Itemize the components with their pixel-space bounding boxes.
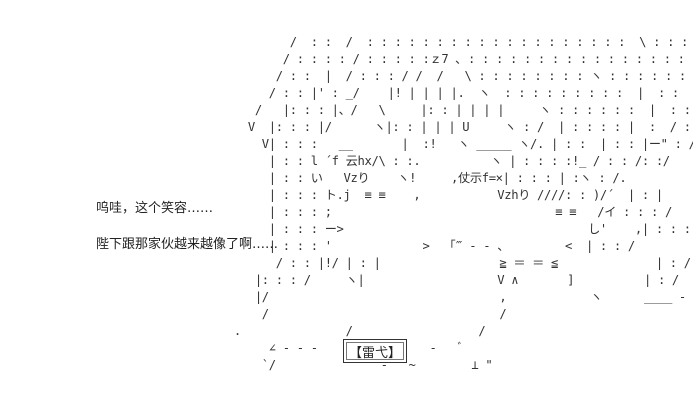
ascii-art-line: . / / / / ヽ V ∧	[233, 324, 486, 338]
ascii-art-line: | : : : ー> し' ,| : : : ' | : |	[268, 222, 691, 236]
ascii-art-line: |/ , ヽ ____ ‐ |/.../ _ \___ ヽ : : ヽ	[254, 290, 693, 304]
ascii-art-line: | : : : ; ≡ ≡ /イ : : : / | : |	[150, 205, 693, 219]
ascii-art-line: / : : |!/ | : | ≧ ＝ ＝ ≦ | : / へ | : |	[275, 256, 691, 270]
ascii-art-line: / : : / : : : : : : : : : : : : : : : : …	[289, 35, 689, 49]
ascii-art-line: / |: : : |、/ \ |: : | | | | ヽ : : : : : …	[254, 103, 691, 117]
ascii-art-line: / : : : : / : : : : :ｚ7 ､ : : : : : : : …	[282, 52, 693, 66]
ascii-art-line: ∠ ‐ ‐ ‐ ‐ ﾞ / / | V ∧	[268, 341, 464, 355]
ascii-art: / : : / : : : : : : : : : : : : : : : : …	[150, 34, 693, 374]
ascii-art-line: / : : |' : _/ |! | | | |. ヽ : : : : : : …	[268, 86, 693, 100]
ascii-art-line: |: : : / ヽ| V ∧ ] | : / 八 | : : |	[254, 273, 679, 287]
ascii-art-line: / : : | / : : : / / / \ : : : : : : : : …	[275, 69, 693, 83]
dialogue-line-1: 呜哇，这个笑容……	[96, 201, 214, 216]
ascii-art-line: | : : い Vzり ヽ! ,仗示f=×| : : : | :ヽ : /.	[150, 171, 627, 185]
dialogue-line-2: 陛下跟那家伙越来越像了啊……	[96, 237, 279, 252]
ascii-art-line: `/ ‐ ~ ⊥ " [i/ | \/ ∧	[261, 358, 493, 372]
ascii-art-line: | : : : ト.j ≡ ≡ , Vzhり ////: : )/´ | : |	[150, 188, 663, 202]
character-nameplate: 【雷弋】	[343, 339, 407, 363]
ascii-art-line: V| : : : __ | :! ヽ _____ ヽ/. | : : | : :…	[150, 137, 693, 151]
ascii-art-line: | : : l ´f 云hx/\ : :. ヽ | : : : :!_ / : …	[150, 154, 670, 168]
ascii-art-line: | : : : ' > 「‴ ‐ ‐ 、 < | : : / | : |	[150, 239, 693, 253]
ascii-art-line: / / ___/ / \ ヽ : ヽ	[261, 307, 507, 321]
ascii-art-line: V |: : : |/ ヽ|: : | | | U ヽ : / | : : : …	[150, 120, 693, 134]
